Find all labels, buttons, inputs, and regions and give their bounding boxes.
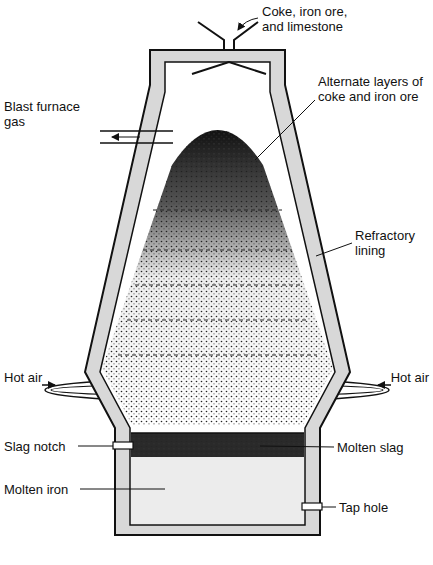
slag-notch-label: Slag notch bbox=[4, 439, 65, 454]
leader-lines bbox=[78, 18, 352, 507]
molten-iron bbox=[131, 457, 304, 524]
layer-lines bbox=[118, 210, 317, 355]
hopper bbox=[198, 22, 258, 50]
gas-pipe bbox=[100, 130, 173, 132]
burden-texture bbox=[102, 130, 333, 425]
furnace-cavity bbox=[100, 62, 335, 525]
feed-label: Coke, iron ore, and limestone bbox=[262, 4, 362, 34]
molten-slag-label: Molten slag bbox=[337, 440, 403, 455]
bell bbox=[192, 62, 266, 74]
molten-iron-label: Molten iron bbox=[4, 482, 68, 497]
air-arrow bbox=[42, 384, 55, 386]
tap-hole-label: Tap hole bbox=[339, 500, 388, 515]
gas-flow-arrow bbox=[112, 137, 140, 138]
gas-pipe bbox=[100, 142, 173, 144]
slag-notch bbox=[113, 442, 133, 449]
hot-air-label: Hot air bbox=[4, 370, 42, 385]
gas-label: Blast furnace gas bbox=[4, 99, 96, 129]
tap-hole bbox=[302, 503, 322, 510]
air-arrow bbox=[378, 384, 391, 386]
burden-label: Alternate layers of coke and iron ore bbox=[318, 74, 426, 104]
hot-air-label: Hot air bbox=[391, 370, 429, 385]
furnace-shell bbox=[85, 50, 350, 535]
lining-label: Refractory lining bbox=[355, 228, 427, 258]
burden bbox=[102, 130, 333, 425]
molten-slag bbox=[131, 433, 304, 457]
